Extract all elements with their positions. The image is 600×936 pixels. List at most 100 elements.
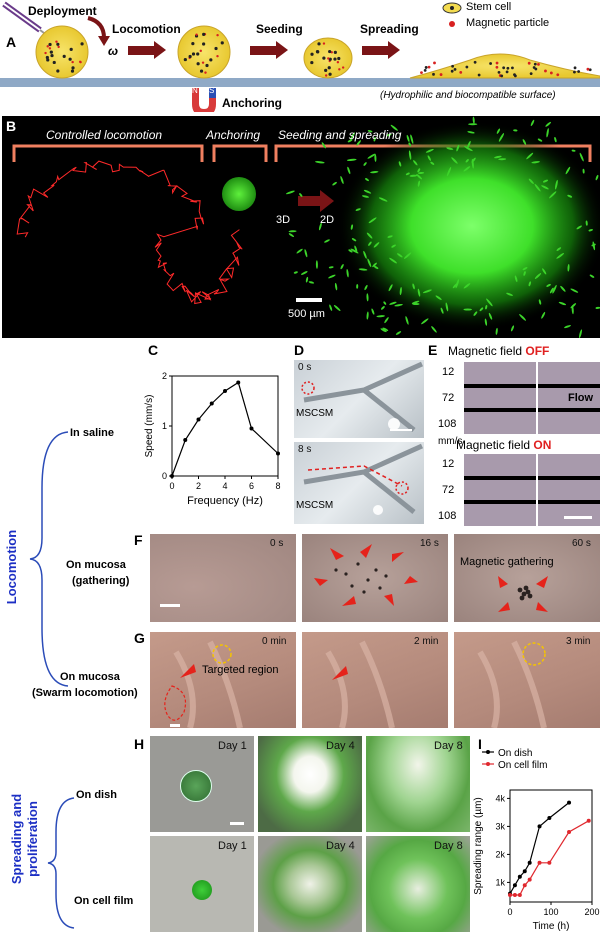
panel-i-label: I: [478, 736, 482, 752]
panel-d-time-0: 0 s: [298, 362, 312, 373]
chart-c-xlabel: Frequency (Hz): [187, 495, 263, 507]
scale-bar: [296, 298, 322, 302]
3d-2d-arrow: [298, 190, 334, 212]
step-arrows: [128, 41, 400, 59]
magnet-icon: [192, 88, 216, 112]
chart-i-point: [512, 883, 517, 888]
panel-h-film-day4: [258, 836, 362, 932]
panel-d-mscsm-label-1: MSCSM: [296, 408, 334, 419]
panel-f-overlays: [160, 544, 548, 612]
chart-c-ytick-label: 1: [162, 421, 167, 431]
side-on-dish: On dish: [76, 789, 117, 801]
spheroid-1: [35, 25, 89, 79]
locomotion-brace: [29, 431, 69, 687]
chart-i-point: [527, 860, 532, 865]
chart-c-xtick-label: 0: [169, 481, 174, 491]
panel-h-dish-day1: [150, 736, 254, 832]
panel-d-photo-8s: [294, 442, 424, 524]
chart-i-series-line: [510, 820, 589, 896]
panel-g-photo-3: [454, 632, 600, 728]
chart-i-ylabel: Spreading range (µm): [473, 797, 484, 894]
chart-c-point: [236, 380, 241, 385]
unit-label: mm/s: [438, 436, 463, 447]
chart-c-xtick-label: 6: [249, 481, 254, 491]
chart-i-point: [522, 883, 527, 888]
panel-h-dish-day4: [258, 736, 362, 832]
deployment-arrow: [87, 16, 106, 39]
chart-i-xlabel: Time (h): [533, 921, 570, 932]
panel-e-title-off: Magnetic field OFF: [448, 344, 549, 358]
panel-h-film-day8: [366, 836, 470, 932]
chart-i-frame: [509, 789, 593, 903]
anchoring-label: Anchoring: [206, 128, 261, 142]
side-mucosa-swarm-1: On mucosa: [60, 671, 120, 683]
chart-i-xtick-label: 100: [543, 907, 558, 917]
chart-i-ytick-label: 3k: [495, 821, 505, 831]
chart-c-ytick-label: 2: [162, 371, 167, 381]
h-top-day-1: Day 1: [218, 740, 247, 752]
field-on-text: ON: [533, 438, 552, 452]
locomotion-step-label: Locomotion: [112, 22, 181, 36]
chart-i-xtick-label: 200: [584, 907, 599, 917]
panel-d-photo-0s: [294, 360, 424, 438]
chart-i-point: [527, 877, 532, 882]
chart-c-point: [196, 417, 201, 422]
scale-bar-label: 500 µm: [288, 308, 325, 320]
h-bottom-day-8: Day 8: [434, 840, 463, 852]
chart-c-point: [249, 426, 254, 431]
side-mucosa-swarm-2: (Swarm locomotion): [32, 687, 138, 699]
panel-a-schematic: [0, 1, 600, 112]
panel-f-label: F: [134, 532, 143, 548]
surface-caption: (Hydrophilic and biocompatible surface): [380, 90, 556, 101]
legend-stem-cell: Stem cell: [466, 1, 512, 13]
panel-e-off-strip: [464, 362, 600, 434]
panel-h-film-day1: [150, 836, 254, 932]
panel-e-title-prefix-on: Magnetic field: [456, 438, 531, 452]
field-off-text: OFF: [525, 344, 550, 358]
anchored-spheroid: [222, 177, 256, 211]
chart-c-series-line: [171, 381, 279, 477]
h-top-day-8: Day 8: [434, 740, 463, 752]
chart-i-point: [517, 893, 522, 897]
panel-f-photo-1: [150, 534, 296, 622]
chart-i-point: [537, 860, 542, 865]
chart-i-point: [508, 893, 512, 897]
panel-b-label: B: [6, 118, 17, 134]
panel-g-time-2: 2 min: [414, 636, 439, 647]
chart-c-ytick-label: 0: [162, 471, 167, 481]
chart-i-xtick-label: 0: [507, 907, 512, 917]
side-in-saline: In saline: [70, 427, 115, 439]
panel-e-label: E: [428, 342, 438, 358]
panel-e-title-prefix-off: Magnetic field: [448, 344, 523, 358]
side-on-cell-film: On cell film: [74, 895, 134, 907]
chart-i-point: [537, 824, 542, 829]
magnetic-particle-icon: [449, 21, 455, 27]
h-bottom-day-4: Day 4: [326, 840, 355, 852]
legend-magnetic-particle: Magnetic particle: [466, 17, 550, 29]
chart-i-point: [547, 816, 552, 820]
omega-label: ω: [108, 44, 119, 58]
panel-e-title-on: Magnetic field ON: [456, 438, 551, 452]
deployment-label: Deployment: [28, 4, 97, 18]
side-spreading-1: Spreading and: [9, 793, 24, 885]
chart-c-point: [223, 389, 227, 393]
side-mucosa-gather-2: (gathering): [72, 575, 130, 587]
chart-i-point: [586, 818, 591, 823]
seeding-spreading-label: Seeding and spreading: [278, 128, 402, 142]
magnet-n-label: N: [192, 86, 198, 95]
locomotion-trajectory: [16, 160, 243, 305]
controlled-locomotion-label: Controlled locomotion: [46, 128, 163, 142]
panel-f-time-2: 16 s: [420, 538, 439, 549]
spread-cells: [409, 53, 600, 79]
panel-d-time-8: 8 s: [298, 444, 312, 455]
panel-g-time-3: 3 min: [566, 636, 591, 647]
h-bottom-day-1: Day 1: [218, 840, 247, 852]
off-row-1: 12: [442, 366, 455, 378]
chart-c-point: [170, 474, 174, 478]
chart-i-legend-label: On dish: [498, 748, 532, 759]
chart-i-point: [512, 893, 517, 897]
spread-colony: [337, 121, 600, 331]
panel-h-label: H: [134, 736, 145, 752]
chart-i-point: [522, 869, 527, 874]
chart-i-ytick-label: 4k: [495, 793, 505, 803]
